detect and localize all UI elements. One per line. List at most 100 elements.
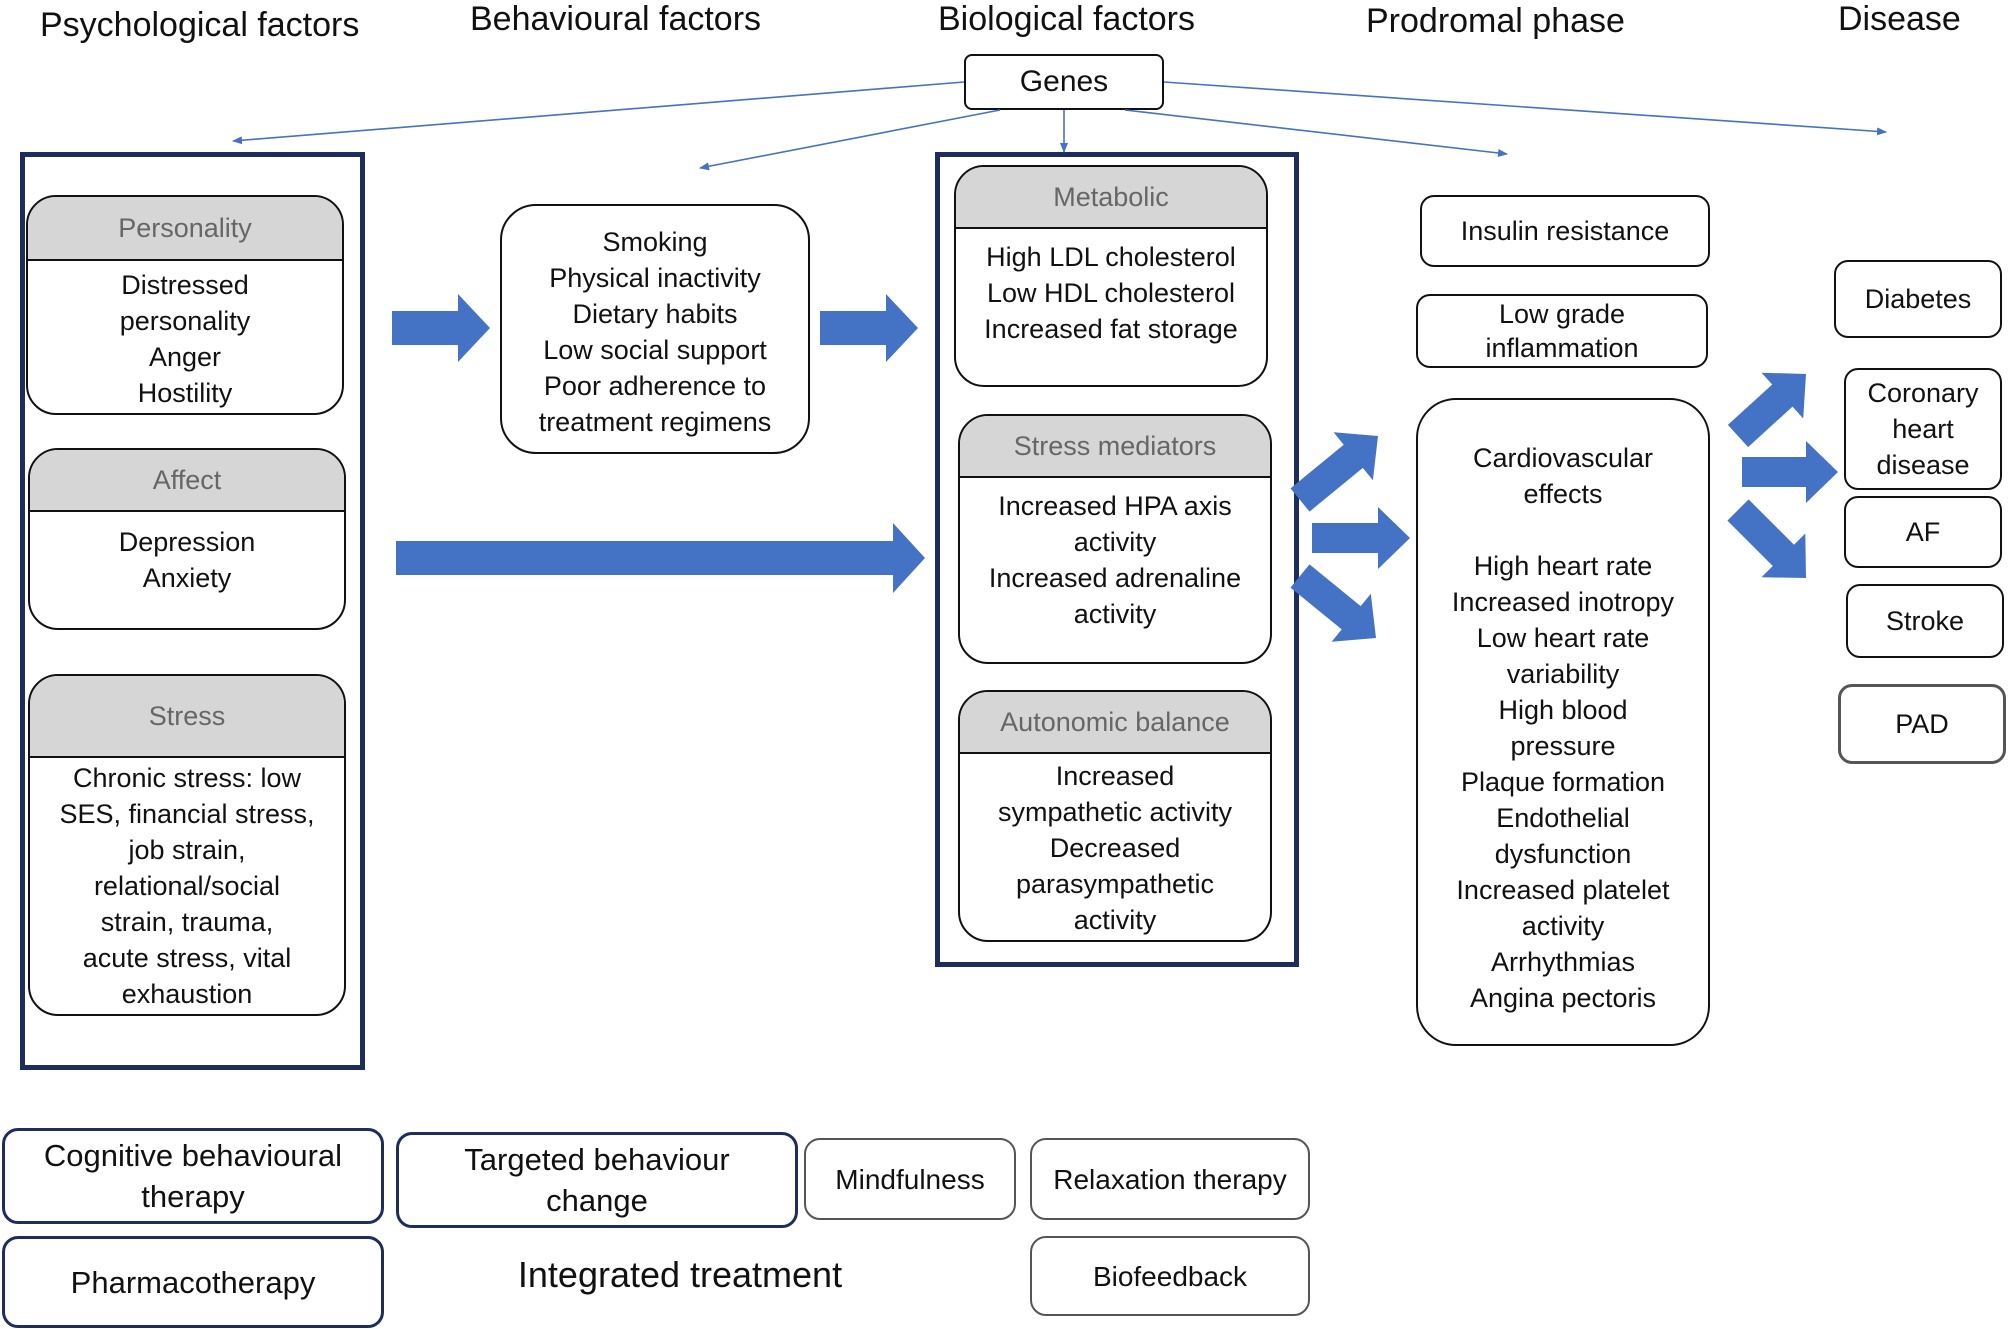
chd-line: Coronary bbox=[1867, 378, 1979, 408]
genes-box: Genes bbox=[964, 54, 1164, 110]
biofeedback-box: Biofeedback bbox=[1030, 1236, 1310, 1316]
behavioural-line: Poor adherence to bbox=[543, 371, 767, 401]
stress-line: job strain, bbox=[128, 835, 246, 865]
cardio-line: effects bbox=[1523, 479, 1603, 509]
cardio-line: Low heart rate bbox=[1476, 623, 1650, 653]
stress-mediators-line: Increased HPA axis bbox=[998, 491, 1232, 521]
arrow-prodromal-to-disease-up bbox=[1727, 372, 1806, 448]
cardio-line: Endothelial bbox=[1496, 803, 1630, 833]
coronary-heart-disease-box: Coronary heart disease bbox=[1844, 368, 2002, 490]
behavioural-factors-card: Smoking Physical inactivity Dietary habi… bbox=[500, 204, 810, 454]
column-title-psychological: Psychological factors bbox=[40, 6, 360, 44]
autonomic-balance-items: Increased sympathetic activity Decreased… bbox=[960, 754, 1270, 938]
arrow-behavioural-to-biological bbox=[820, 294, 918, 362]
arrow-bio-to-prodromal-mid bbox=[1312, 507, 1410, 569]
stress-line: Chronic stress: low bbox=[72, 763, 302, 793]
diabetes-box: Diabetes bbox=[1834, 260, 2002, 338]
cardio-line: variability bbox=[1506, 659, 1620, 689]
behavioural-line: Low social support bbox=[543, 335, 767, 365]
behavioural-line: treatment regimens bbox=[538, 407, 772, 437]
relaxation-therapy-box: Relaxation therapy bbox=[1030, 1138, 1310, 1220]
metabolic-line: Low HDL cholesterol bbox=[986, 278, 1236, 308]
arrow-psych-to-biological bbox=[396, 523, 925, 593]
autonomic-balance-line: parasympathetic bbox=[1015, 869, 1215, 899]
chd-line: disease bbox=[1876, 450, 1970, 480]
stroke-box: Stroke bbox=[1846, 584, 2004, 658]
targeted-line: change bbox=[546, 1183, 648, 1218]
cardio-line: Plaque formation bbox=[1460, 767, 1666, 797]
biological-factors-frame bbox=[935, 152, 1299, 967]
stress-line: strain, trauma, bbox=[100, 907, 274, 937]
stress-line: relational/social bbox=[93, 871, 281, 901]
cardiovascular-effects-card: Cardiovascular effects High heart rate I… bbox=[1416, 398, 1710, 1046]
cardio-line: High blood bbox=[1498, 695, 1628, 725]
personality-card: Personality Distressed personality Anger… bbox=[26, 195, 344, 415]
affect-line: Anxiety bbox=[142, 563, 232, 593]
affect-title: Affect bbox=[30, 450, 344, 512]
relaxation-therapy-label: Relaxation therapy bbox=[1053, 1163, 1287, 1195]
stress-card: Stress Chronic stress: low SES, financia… bbox=[28, 674, 346, 1016]
cardio-line: Cardiovascular bbox=[1472, 443, 1654, 473]
behavioural-line: Smoking bbox=[602, 227, 708, 257]
diabetes-label: Diabetes bbox=[1864, 284, 1972, 314]
cardio-line: Increased platelet bbox=[1456, 875, 1670, 905]
targeted-behaviour-change-box: Targeted behaviour change bbox=[396, 1132, 798, 1228]
arrow-prodromal-to-disease-down bbox=[1727, 499, 1806, 578]
column-title-biological: Biological factors bbox=[938, 0, 1196, 38]
stress-mediators-items: Increased HPA axis activity Increased ad… bbox=[960, 478, 1270, 632]
integrated-treatment-label: Integrated treatment bbox=[517, 1254, 843, 1295]
autonomic-balance-line: Increased bbox=[1055, 761, 1175, 791]
cardio-line: pressure bbox=[1510, 731, 1616, 761]
personality-line: Hostility bbox=[137, 378, 233, 408]
psychological-factors-frame bbox=[20, 152, 365, 1070]
pad-box: PAD bbox=[1838, 684, 2006, 764]
cardio-line: High heart rate bbox=[1473, 551, 1653, 581]
low-grade-inflammation-box: Low grade inflammation bbox=[1416, 294, 1708, 368]
arrow-bio-to-prodromal-down bbox=[1290, 564, 1376, 642]
metabolic-line: Increased fat storage bbox=[984, 314, 1238, 344]
inflammation-line: inflammation bbox=[1485, 333, 1639, 363]
autonomic-balance-line: Decreased bbox=[1049, 833, 1181, 863]
autonomic-balance-title: Autonomic balance bbox=[960, 692, 1270, 754]
mindfulness-label: Mindfulness bbox=[835, 1163, 985, 1195]
genes-arrow-behavioural bbox=[699, 109, 1001, 171]
stress-mediators-line: activity bbox=[1073, 527, 1157, 557]
genes-arrow-prodromal bbox=[1124, 109, 1508, 157]
stress-title: Stress bbox=[30, 676, 344, 758]
behavioural-line: Physical inactivity bbox=[549, 263, 761, 293]
genes-label: Genes bbox=[1019, 65, 1109, 98]
cardio-line: Increased inotropy bbox=[1451, 587, 1675, 617]
autonomic-balance-card: Autonomic balance Increased sympathetic … bbox=[958, 690, 1272, 942]
personality-title: Personality bbox=[28, 197, 342, 261]
metabolic-line: High LDL cholesterol bbox=[986, 242, 1236, 272]
autonomic-balance-line: activity bbox=[1073, 905, 1157, 935]
cardio-line: Angina pectoris bbox=[1469, 983, 1657, 1013]
biofeedback-label: Biofeedback bbox=[1092, 1260, 1248, 1292]
cardio-line: activity bbox=[1521, 911, 1605, 941]
column-title-behavioural: Behavioural factors bbox=[470, 0, 762, 38]
af-box: AF bbox=[1844, 496, 2002, 568]
affect-line: Depression bbox=[118, 527, 256, 557]
cbt-line: therapy bbox=[141, 1179, 245, 1214]
stress-line: acute stress, vital bbox=[82, 943, 292, 973]
personality-line: personality bbox=[119, 306, 251, 336]
pharmacotherapy-box: Pharmacotherapy bbox=[2, 1236, 384, 1328]
genes-arrow-disease bbox=[1163, 81, 1887, 136]
metabolic-card: Metabolic High LDL cholesterol Low HDL c… bbox=[954, 165, 1268, 387]
column-title-disease: Disease bbox=[1838, 0, 1961, 38]
stress-items: Chronic stress: low SES, financial stres… bbox=[30, 758, 344, 1012]
personality-line: Anger bbox=[148, 342, 222, 372]
pad-label: PAD bbox=[1895, 709, 1949, 739]
mindfulness-box: Mindfulness bbox=[804, 1138, 1016, 1220]
stress-line: SES, financial stress, bbox=[59, 799, 315, 829]
behavioural-items: Smoking Physical inactivity Dietary habi… bbox=[502, 206, 808, 440]
metabolic-title: Metabolic bbox=[956, 167, 1266, 229]
arrow-psych-to-behavioural bbox=[392, 294, 490, 362]
genes-arrow-psychological bbox=[232, 81, 965, 145]
autonomic-balance-line: sympathetic activity bbox=[997, 797, 1233, 827]
inflammation-line: Low grade bbox=[1498, 299, 1626, 329]
cardio-line: dysfunction bbox=[1494, 839, 1632, 869]
cardiovascular-effects-items: Cardiovascular effects High heart rate I… bbox=[1418, 400, 1708, 1016]
pharmacotherapy-label: Pharmacotherapy bbox=[70, 1264, 316, 1300]
